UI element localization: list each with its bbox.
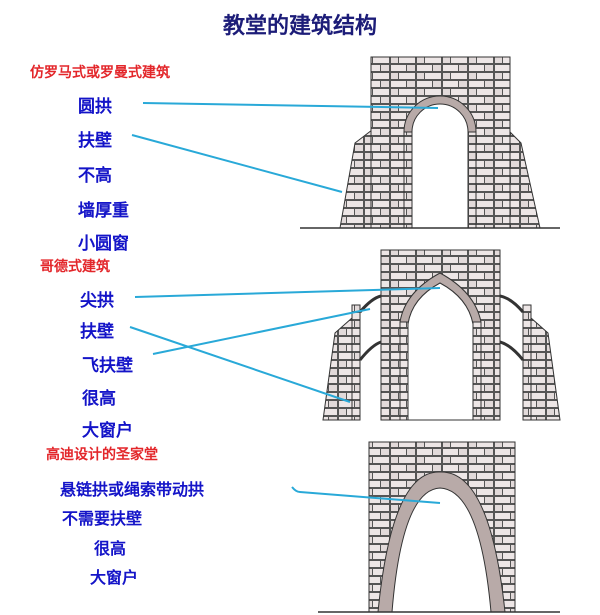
leader-round-arch <box>142 102 439 109</box>
label-buttress: 扶壁 <box>78 131 112 151</box>
label-large-windows: 大窗户 <box>90 568 139 587</box>
label-round-arch: 圆拱 <box>78 97 112 117</box>
label-no-buttress: 不需要扶壁 <box>62 509 143 528</box>
label-flying-buttress: 飞扶壁 <box>82 356 133 376</box>
label-not-tall: 不高 <box>78 166 112 186</box>
leader-buttress-1 <box>131 134 343 193</box>
label-large-windows: 大窗户 <box>82 421 133 441</box>
section-heading-romanesque: 仿罗马式或罗曼式建筑 <box>30 65 170 81</box>
romanesque-arch-drawing <box>300 56 560 229</box>
section-heading-sagrada-familia: 高迪设计的圣家堂 <box>46 447 158 463</box>
page-title: 教堂的建筑结构 <box>222 14 377 39</box>
label-buttress: 扶壁 <box>80 322 114 342</box>
label-very-tall: 很高 <box>82 389 116 409</box>
label-very-tall: 很高 <box>94 539 127 558</box>
label-small-round-windows: 小圆窗 <box>78 234 129 254</box>
label-catenary-arch: 悬链拱或绳索带动拱 <box>60 480 205 499</box>
gothic-arch-drawing <box>322 249 561 421</box>
leader-flying-buttress <box>152 308 371 355</box>
leader-lines <box>129 102 441 504</box>
leader-buttress-2 <box>129 326 351 403</box>
leader-catenary-arch <box>291 486 441 504</box>
label-thick-walls: 墙厚重 <box>78 201 129 221</box>
leader-pointed-arch <box>134 287 441 298</box>
label-pointed-arch: 尖拱 <box>80 291 114 311</box>
catenary-arch-drawing <box>318 441 560 613</box>
section-heading-gothic: 哥德式建筑 <box>40 259 110 275</box>
